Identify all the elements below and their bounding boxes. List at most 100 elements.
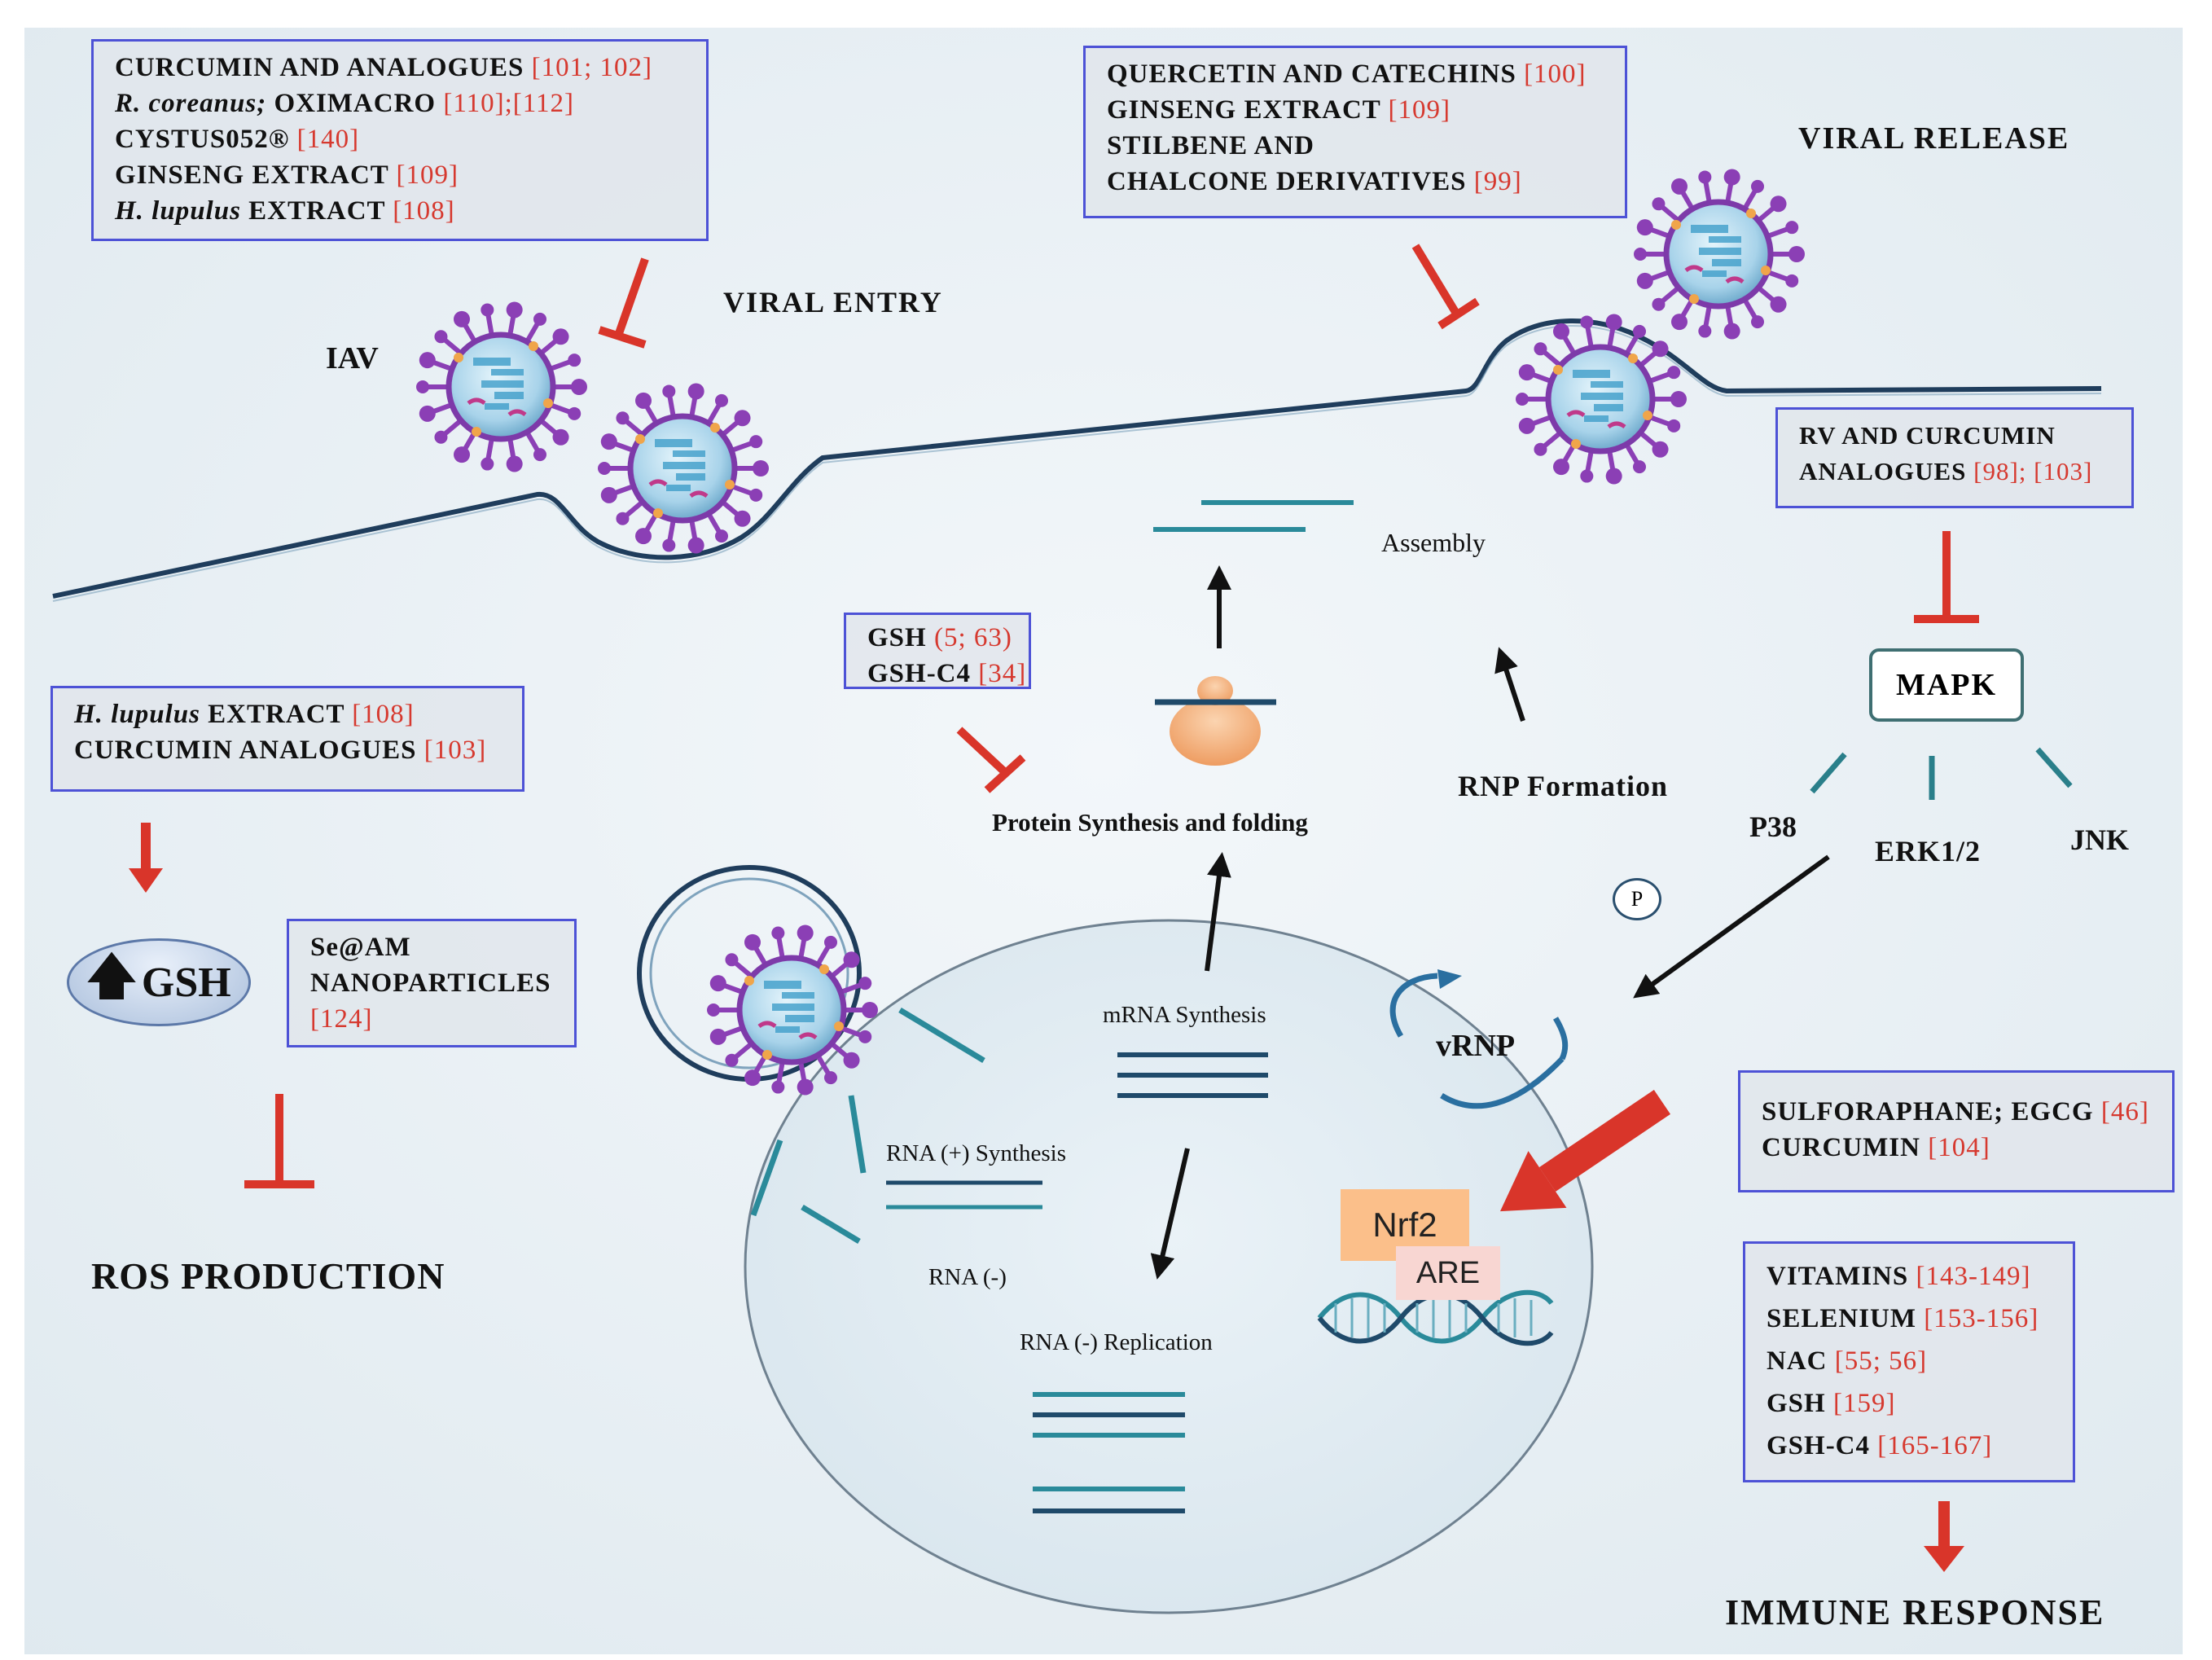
assembly-label: Assembly bbox=[1381, 528, 1486, 557]
p38-label: P38 bbox=[1749, 810, 1797, 843]
compound-name: VITAMINS bbox=[1767, 1262, 1916, 1291]
rnp-formation-label: RNP Formation bbox=[1458, 770, 1668, 802]
entry-inhibitors-box: CURCUMIN AND ANALOGUES [101; 102]R. core… bbox=[91, 39, 709, 241]
reference-citation: [108] bbox=[352, 700, 415, 729]
up-arrow-icon: 🡅 bbox=[86, 950, 137, 1003]
assembly-rna-strands bbox=[1153, 500, 1354, 532]
compound-name: GSH bbox=[867, 623, 934, 652]
ribosome-icon bbox=[1155, 676, 1276, 766]
vrnp-cycle-arrows bbox=[1389, 973, 1569, 1109]
box-line: CURCUMIN [104] bbox=[1762, 1130, 2156, 1166]
compound-name: RV AND CURCUMIN bbox=[1799, 421, 2056, 450]
rnp-segments bbox=[750, 1008, 985, 1245]
compound-name: NAC bbox=[1767, 1346, 1835, 1376]
iav-label: IAV bbox=[326, 341, 379, 375]
reference-citation: (5; 63) bbox=[933, 623, 1012, 652]
reference-citation: [124] bbox=[310, 1004, 373, 1034]
box-line: H. lupulus EXTRACT [108] bbox=[115, 193, 690, 229]
compound-name: SULFORAPHANE; EGCG bbox=[1762, 1097, 2101, 1126]
compound-name: Se@AM bbox=[310, 933, 411, 962]
compound-name: R. coreanus; bbox=[115, 89, 267, 118]
rna-replication-strands bbox=[1033, 1392, 1185, 1513]
box-line: VITAMINS [143-149] bbox=[1767, 1255, 2056, 1298]
compound-name: GSH bbox=[1767, 1389, 1833, 1418]
compound-name: H. lupulus bbox=[74, 700, 200, 729]
compound-name: CURCUMIN AND ANALOGUES bbox=[115, 53, 532, 82]
box-line: GINSENG EXTRACT [109] bbox=[115, 157, 690, 193]
reference-citation: [109] bbox=[396, 160, 459, 190]
reference-citation: [109] bbox=[1388, 95, 1451, 125]
compound-name: QUERCETIN AND CATECHINS bbox=[1107, 59, 1525, 89]
erk-label: ERK1/2 bbox=[1875, 835, 1982, 867]
compound-name: NANOPARTICLES bbox=[310, 968, 551, 998]
compound-name: CHALCONE DERIVATIVES bbox=[1107, 167, 1474, 196]
reference-citation: [98]; [103] bbox=[1973, 457, 2093, 485]
gsh-inducers-box: H. lupulus EXTRACT [108]CURCUMIN ANALOGU… bbox=[50, 686, 524, 792]
rna-plus-strands bbox=[886, 1180, 1042, 1210]
box-line: NANOPARTICLES bbox=[310, 965, 558, 1001]
box-line: [124] bbox=[310, 1001, 558, 1037]
gsh-label: GSH bbox=[141, 959, 231, 1006]
compound-name: EXTRACT bbox=[240, 196, 393, 226]
reference-citation: [103] bbox=[424, 736, 487, 765]
nrf2-activation-arrow bbox=[1499, 1090, 1671, 1212]
box-line: H. lupulus EXTRACT [108] bbox=[74, 696, 506, 732]
box-line: GSH (5; 63) bbox=[867, 620, 1012, 656]
immune-enhancers-box: VITAMINS [143-149]SELENIUM [153-156]NAC … bbox=[1743, 1241, 2075, 1482]
vrnp-label: vRNP bbox=[1436, 1029, 1516, 1063]
compound-name: ANALOGUES bbox=[1799, 457, 1974, 485]
compound-name: CURCUMIN ANALOGUES bbox=[74, 736, 424, 765]
box-line: GSH [159] bbox=[1767, 1382, 2056, 1425]
protein-synthesis-inhibitors-box: GSH (5; 63)GSH-C4 [34] bbox=[844, 613, 1031, 689]
reference-citation: [110];[112] bbox=[443, 89, 575, 118]
mrna-synthesis-label: mRNA Synthesis bbox=[1103, 1002, 1266, 1028]
jnk-label: JNK bbox=[2070, 823, 2129, 856]
seam-nanoparticles-box: Se@AM NANOPARTICLES [124] bbox=[287, 919, 577, 1047]
reference-citation: [34] bbox=[978, 659, 1027, 688]
compound-name: CYSTUS052® bbox=[115, 125, 297, 154]
red-down-arrows bbox=[129, 823, 1964, 1572]
mapk-branches bbox=[1810, 747, 2073, 800]
rna-replication-label: RNA (-) Replication bbox=[1020, 1329, 1213, 1355]
compound-name: STILBENE AND bbox=[1107, 131, 1315, 160]
nrf2-activators-box: SULFORAPHANE; EGCG [46]CURCUMIN [104] bbox=[1738, 1070, 2175, 1192]
box-line: CYSTUS052® [140] bbox=[115, 121, 690, 157]
reference-citation: [104] bbox=[1928, 1133, 1990, 1162]
compound-name: OXIMACRO bbox=[266, 89, 444, 118]
compound-name: SELENIUM bbox=[1767, 1304, 1925, 1333]
phosphate-icon: P bbox=[1613, 878, 1661, 920]
rna-minus-label: RNA (-) bbox=[928, 1264, 1007, 1290]
immune-response-label: IMMUNE RESPONSE bbox=[1725, 1592, 2105, 1632]
box-line: GSH-C4 [34] bbox=[867, 656, 1025, 692]
reference-citation: [143-149] bbox=[1916, 1262, 2031, 1291]
compound-name: CURCUMIN bbox=[1762, 1133, 1929, 1162]
box-line: ANALOGUES [98]; [103] bbox=[1799, 454, 2115, 490]
box-line: CURCUMIN AND ANALOGUES [101; 102] bbox=[115, 50, 690, 86]
compound-name: GINSENG EXTRACT bbox=[1107, 95, 1389, 125]
box-line: CHALCONE DERIVATIVES [99] bbox=[1107, 164, 1609, 200]
box-line: STILBENE AND bbox=[1107, 128, 1609, 164]
protein-synthesis-label: Protein Synthesis and folding bbox=[992, 808, 1308, 837]
reference-citation: [153-156] bbox=[1924, 1304, 2039, 1333]
gsh-increase-node: 🡅 GSH bbox=[67, 938, 251, 1026]
ros-production-label: ROS PRODUCTION bbox=[91, 1255, 445, 1297]
compound-name: GSH-C4 bbox=[867, 659, 979, 688]
reference-citation: [100] bbox=[1524, 59, 1587, 89]
box-line: QUERCETIN AND CATECHINS [100] bbox=[1107, 56, 1609, 92]
box-line: RV AND CURCUMIN bbox=[1799, 418, 2115, 454]
viral-entry-label: VIRAL ENTRY bbox=[723, 286, 943, 318]
box-line: Se@AM bbox=[310, 929, 558, 965]
inhibitor-symbols bbox=[244, 244, 1979, 1188]
reference-citation: [101; 102] bbox=[531, 53, 653, 82]
reference-citation: [165-167] bbox=[1877, 1431, 1993, 1460]
box-line: R. coreanus; OXIMACRO [110];[112] bbox=[115, 86, 690, 121]
box-line: CURCUMIN ANALOGUES [103] bbox=[74, 732, 506, 768]
rna-plus-synthesis-label: RNA (+) Synthesis bbox=[886, 1140, 1066, 1166]
reference-citation: [99] bbox=[1473, 167, 1522, 196]
box-line: SULFORAPHANE; EGCG [46] bbox=[1762, 1094, 2156, 1130]
compound-name: H. lupulus bbox=[115, 196, 241, 226]
are-label: ARE bbox=[1396, 1246, 1500, 1300]
compound-name: EXTRACT bbox=[200, 700, 353, 729]
